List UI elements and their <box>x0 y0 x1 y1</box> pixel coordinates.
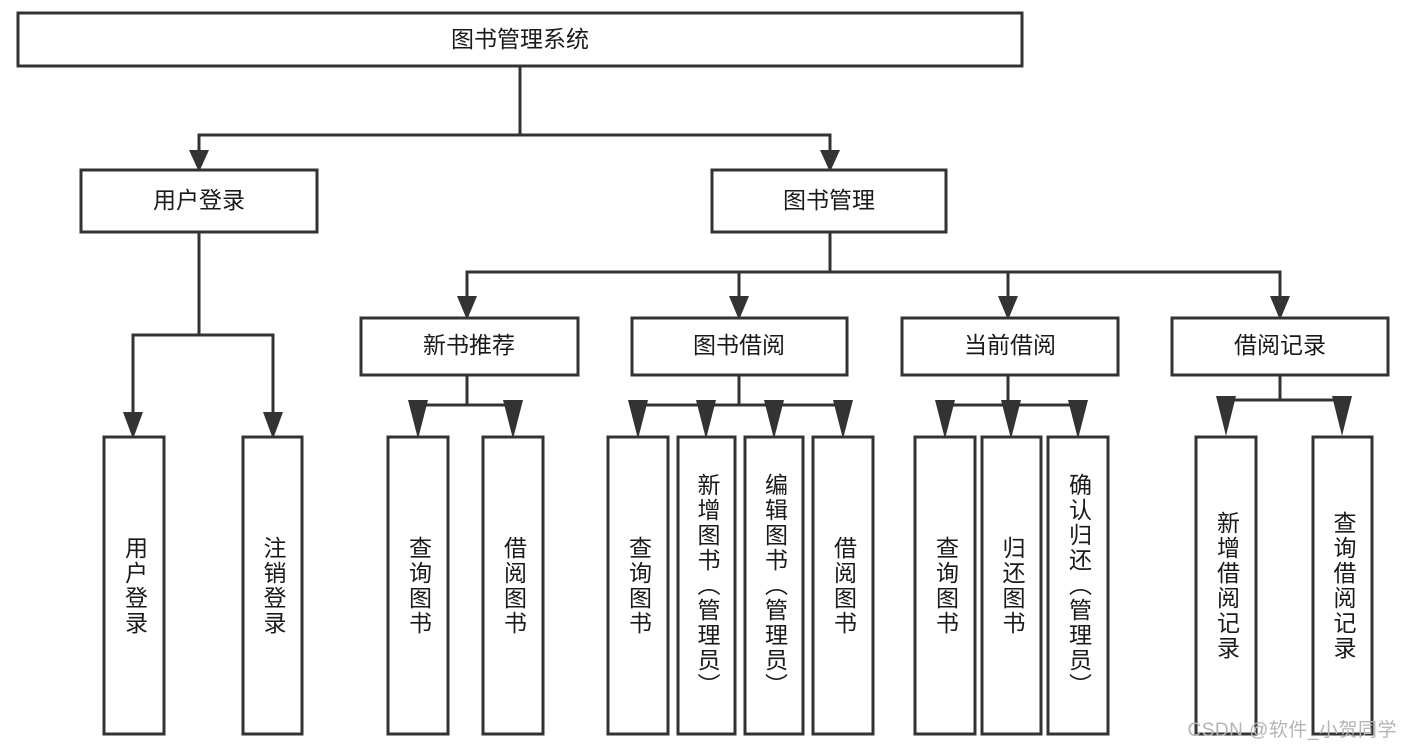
node-leaf-query-book-rec-box[interactable] <box>386 435 450 736</box>
csdn-watermark: CSDN @软件_小贺同学 <box>1187 720 1397 741</box>
node-user-login-label: 用户登录 <box>153 187 245 213</box>
arrowhead-to-bookmanage <box>820 150 840 172</box>
arrowhead-bookborrow-leaf4 <box>833 400 853 439</box>
arrowhead-currentborrow-leaf2 <box>1001 400 1021 439</box>
node-book-borrow-label: 图书借阅 <box>693 332 785 358</box>
node-current-borrow[interactable]: 当前借阅 <box>900 316 1120 377</box>
node-new-book-rec-box[interactable] <box>359 316 580 377</box>
node-book-manage-box[interactable] <box>710 168 948 234</box>
arrowhead-borrowrecord-leaf2 <box>1332 396 1352 436</box>
arrowhead-bookborrow-leaf1 <box>628 400 648 439</box>
arrowhead-userlogin-leaf1 <box>123 412 143 439</box>
arrowhead-bm-c3 <box>998 296 1018 320</box>
node-current-borrow-label: 当前借阅 <box>964 332 1056 358</box>
node-book-borrow-box[interactable] <box>630 316 849 377</box>
node-user-login-box[interactable] <box>79 168 319 234</box>
arrowhead-userlogin-leaf2 <box>263 412 283 439</box>
arrowhead-bm-c4 <box>1270 296 1290 320</box>
node-new-book-rec[interactable]: 新书推荐 <box>359 316 580 377</box>
node-book-manage[interactable]: 图书管理 <box>710 168 948 234</box>
node-leaf-borrow-book-box[interactable] <box>811 435 875 736</box>
arrowhead-to-userlogin <box>189 150 209 172</box>
arrowhead-newbook-leaf1 <box>408 400 428 439</box>
arrowhead-group <box>123 150 1352 439</box>
node-leaf-borrow-book-rec-box[interactable] <box>481 435 545 736</box>
node-current-borrow-box[interactable] <box>900 316 1120 377</box>
arrowhead-bm-c2 <box>729 296 749 320</box>
arrowhead-bookborrow-leaf3 <box>764 400 784 439</box>
arrowhead-borrowrecord-leaf1 <box>1216 396 1236 436</box>
node-book-borrow[interactable]: 图书借阅 <box>630 316 849 377</box>
arrowhead-bm-c1 <box>457 296 477 320</box>
node-borrow-record-label: 借阅记录 <box>1234 332 1326 358</box>
node-new-book-rec-label: 新书推荐 <box>423 332 515 358</box>
node-leaf-query-record-box[interactable] <box>1311 435 1374 736</box>
leaf-box-group <box>102 435 1374 736</box>
arrowhead-newbook-leaf2 <box>503 400 523 439</box>
node-borrow-record-box[interactable] <box>1170 316 1390 377</box>
arrowhead-bookborrow-leaf2 <box>696 400 716 439</box>
node-root[interactable]: 图书管理系统 <box>16 11 1024 68</box>
node-leaf-user-login-box[interactable] <box>102 435 166 736</box>
node-borrow-record[interactable]: 借阅记录 <box>1170 316 1390 377</box>
node-leaf-edit-book-box[interactable] <box>743 435 805 736</box>
node-leaf-return-book-box[interactable] <box>980 435 1043 736</box>
arrowhead-currentborrow-leaf1 <box>935 400 955 439</box>
node-leaf-add-book-box[interactable] <box>676 435 737 736</box>
node-leaf-add-record-box[interactable] <box>1194 435 1258 736</box>
arrowhead-currentborrow-leaf3 <box>1068 400 1088 439</box>
node-leaf-query-book-current-box[interactable] <box>913 435 977 736</box>
node-leaf-confirm-return-box[interactable] <box>1046 435 1110 736</box>
node-leaf-query-book-borrow-box[interactable] <box>606 435 670 736</box>
node-root-box[interactable] <box>16 11 1024 68</box>
node-user-login[interactable]: 用户登录 <box>79 168 319 234</box>
node-book-manage-label: 图书管理 <box>783 187 875 213</box>
node-root-label: 图书管理系统 <box>451 26 589 52</box>
node-leaf-user-logout-box[interactable] <box>241 435 304 736</box>
